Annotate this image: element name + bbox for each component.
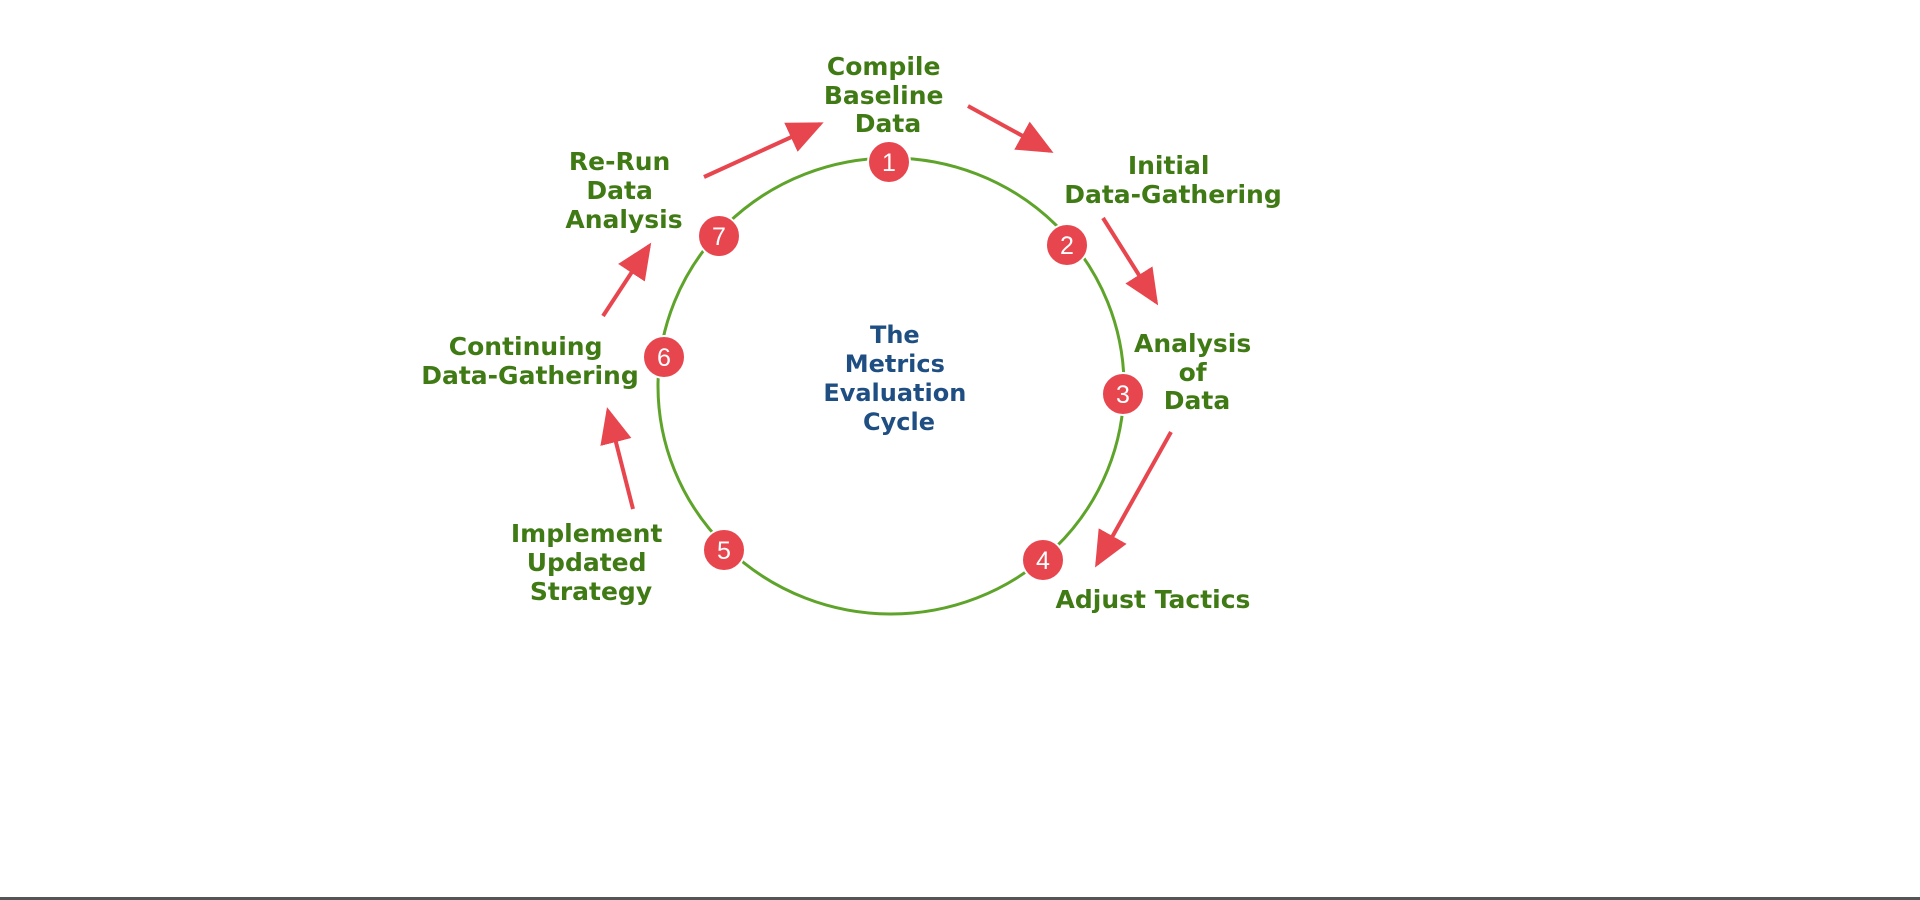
step-label-1: Compile Baseline Data	[824, 52, 952, 138]
center-title: The Metrics Evaluation Cycle	[823, 321, 974, 436]
step-marker-7: 7	[697, 214, 741, 258]
step-label-line: Initial	[1128, 151, 1210, 180]
step-label-line: Data	[855, 109, 921, 138]
step-number: 3	[1116, 381, 1130, 409]
step-label-line: Data-Gathering	[1064, 180, 1282, 209]
step-marker-circle	[697, 214, 741, 258]
step-marker-3: 3	[1101, 372, 1145, 416]
step-markers: 1 2 3 4 5 6 7	[642, 140, 1145, 582]
step-label-6: Continuing Data-Gathering	[421, 332, 639, 390]
step-label-5: Implement Updated Strategy	[511, 519, 671, 606]
flow-arrows	[600, 104, 1173, 568]
step-labels: Compile Baseline Data Initial Data-Gathe…	[421, 52, 1282, 614]
step-label-line: Adjust Tactics	[1056, 585, 1251, 614]
step-marker-circle	[1021, 538, 1065, 582]
step-label-line: Analysis	[1134, 329, 1251, 358]
step-label-3: Analysis of Data	[1134, 329, 1260, 415]
step-number: 7	[712, 223, 726, 251]
step-marker-circle	[1045, 223, 1089, 267]
step-marker-circle	[702, 528, 746, 572]
step-label-line: Data	[586, 176, 652, 205]
step-marker-4: 4	[1021, 538, 1065, 582]
step-number: 4	[1036, 547, 1050, 575]
center-title-line: Cycle	[863, 408, 935, 436]
step-number: 6	[657, 344, 671, 372]
step-label-line: Baseline	[824, 81, 944, 110]
step-label-line: Data	[1164, 386, 1230, 415]
step-label-line: Strategy	[530, 577, 652, 606]
step-label-line: of	[1179, 358, 1208, 387]
step-marker-5: 5	[702, 528, 746, 572]
arrow-step-7-to-1	[703, 122, 824, 179]
step-label-2: Initial Data-Gathering	[1064, 151, 1282, 209]
step-marker-circle	[1101, 372, 1145, 416]
step-label-7: Re-Run Data Analysis	[565, 147, 682, 234]
center-title-line: Metrics	[845, 350, 945, 378]
arrow-step-6-to-7	[601, 242, 652, 318]
arrow-step-2-to-3	[1101, 216, 1159, 306]
step-marker-circle	[642, 335, 686, 379]
step-label-line: Data-Gathering	[421, 361, 639, 390]
arrow-step-1-to-2	[967, 104, 1054, 153]
arrow-step-5-to-6	[600, 407, 635, 510]
step-marker-2: 2	[1045, 223, 1089, 267]
step-marker-6: 6	[642, 335, 686, 379]
step-marker-1: 1	[867, 140, 911, 184]
bottom-divider	[0, 897, 1920, 900]
step-number: 1	[882, 149, 896, 177]
step-label-line: Compile	[827, 52, 941, 81]
step-label-line: Implement	[511, 519, 663, 548]
step-number: 5	[717, 537, 731, 565]
step-marker-circle	[867, 140, 911, 184]
step-label-line: Analysis	[565, 205, 682, 234]
step-label-4: Adjust Tactics	[1056, 585, 1251, 614]
center-title-line: Evaluation	[823, 379, 966, 407]
step-label-line: Re-Run	[569, 147, 670, 176]
step-number: 2	[1060, 232, 1074, 260]
step-label-line: Updated	[527, 548, 647, 577]
arrow-step-3-to-4	[1095, 431, 1173, 568]
step-label-line: Continuing	[449, 332, 603, 361]
center-title-line: The	[870, 321, 920, 349]
